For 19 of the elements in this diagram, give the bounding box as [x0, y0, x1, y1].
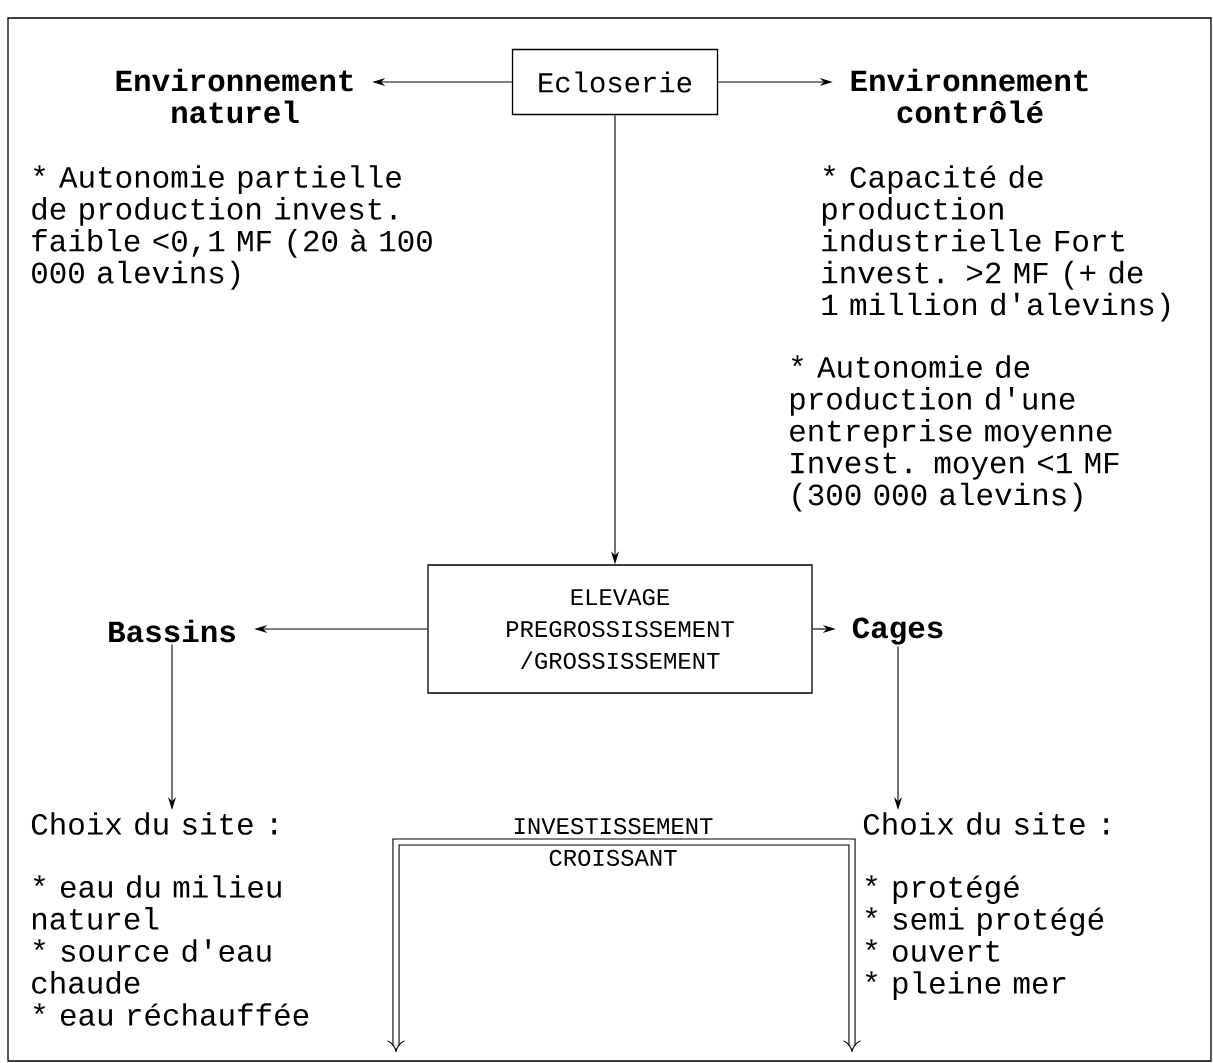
arrow-label: INVESTISSEMENT CROISSANT	[514, 817, 713, 867]
note-text: * Capacité de production industrielle Fort invest. >2 MF (+ de 1 million d'alevins)	[822, 165, 1170, 322]
bullet-item: * eau du milieu naturel	[32, 875, 281, 930]
site-heading: Choix du site :	[31, 812, 276, 835]
bullet-item: * source d'eau chaude	[32, 939, 271, 994]
heading-text: Cages	[852, 617, 943, 645]
bullet-item: * protégé	[865, 875, 1019, 904]
process-box: Ecloserie	[511, 48, 719, 116]
bullet-item: * eau réchauffée	[33, 1003, 309, 1026]
site-heading: Choix du site :	[863, 812, 1108, 835]
note-text: * Autonomie partielle de production invest. faible <0,1 MF (20 à 100 000 alevins)	[32, 165, 432, 290]
heading-text: Environnement naturel	[116, 68, 353, 124]
bullet-item: * pleine mer	[865, 971, 1066, 1000]
process-box: ELEVAGE PREGROSSISSEMENT /GROSSISSEMENT	[427, 564, 813, 694]
bullet-item: * semi protégé	[865, 907, 1104, 936]
heading-text: Environnement contrôlé	[851, 68, 1088, 124]
note-text: * Autonomie de production d'une entreprise moyenne Invest. moyen <1 MF (300 000 alevins)	[790, 355, 1119, 512]
heading-text: Bassins	[109, 619, 235, 643]
bullet-item: * ouvert	[865, 939, 999, 962]
